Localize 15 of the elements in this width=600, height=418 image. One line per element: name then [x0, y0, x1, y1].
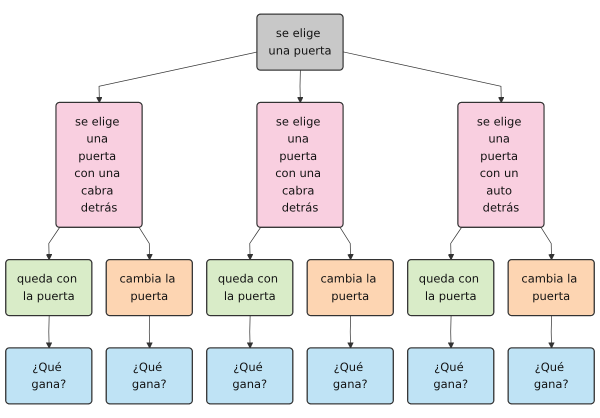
arrow: [138, 227, 153, 260]
arrow: [448, 316, 454, 349]
arrow: [246, 227, 261, 260]
arrow: [340, 227, 354, 260]
arrow: [448, 227, 462, 260]
arrow: [347, 316, 354, 349]
arrow: [46, 227, 60, 260]
arrow: [548, 316, 555, 349]
arrow: [246, 316, 254, 349]
arrow: [297, 70, 304, 104]
arrow: [146, 316, 153, 349]
arrow: [46, 316, 52, 349]
arrow: [343, 52, 504, 104]
arrow: [96, 52, 258, 104]
arrow: [540, 227, 555, 260]
